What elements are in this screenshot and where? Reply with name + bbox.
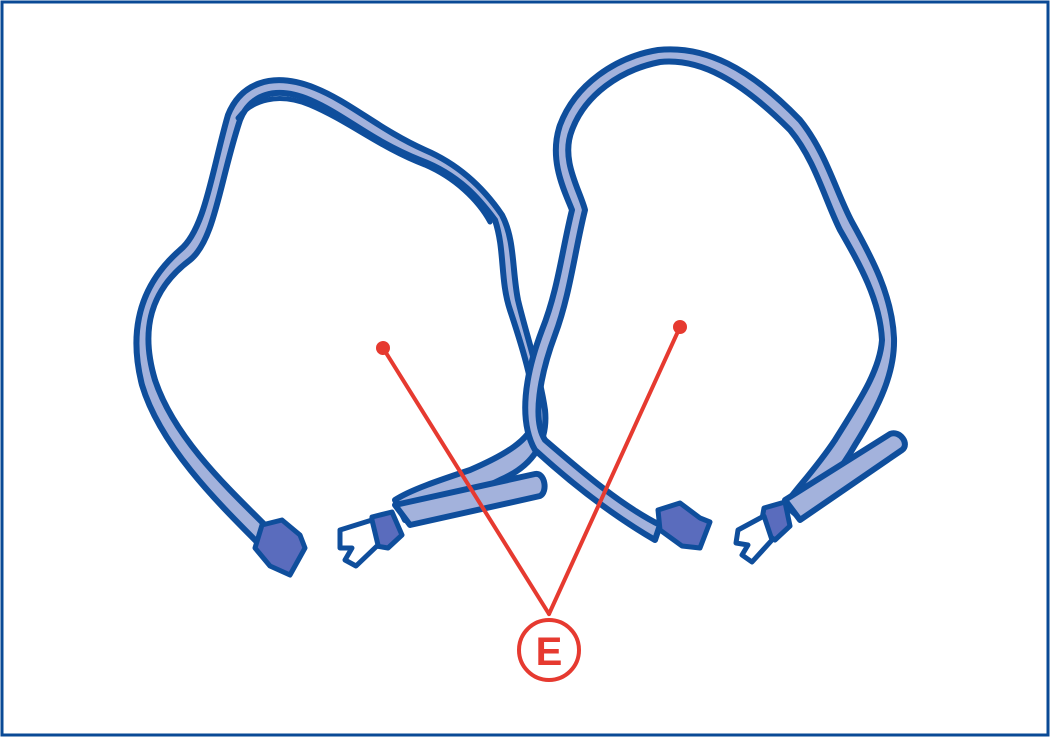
left-strap-inner-edge bbox=[235, 96, 493, 225]
left-strap-buckle-female bbox=[252, 517, 308, 578]
left-strap-tail bbox=[392, 470, 548, 528]
right-strap bbox=[522, 46, 908, 565]
right-strap-buckle-female bbox=[655, 500, 713, 551]
callout-dot-left bbox=[376, 341, 390, 355]
right-strap-tail bbox=[782, 430, 908, 523]
callout-label: E bbox=[536, 630, 563, 674]
callout-badge bbox=[517, 618, 581, 682]
left-strap-band bbox=[133, 77, 549, 548]
callout-leader-left bbox=[381, 346, 551, 616]
callout-e: E bbox=[376, 320, 687, 682]
left-strap-buckle-male bbox=[337, 509, 405, 569]
callout-dot-right bbox=[673, 320, 687, 334]
callout-leader-right bbox=[547, 325, 682, 616]
right-strap-buckle-male bbox=[733, 499, 793, 565]
left-strap bbox=[133, 77, 549, 578]
